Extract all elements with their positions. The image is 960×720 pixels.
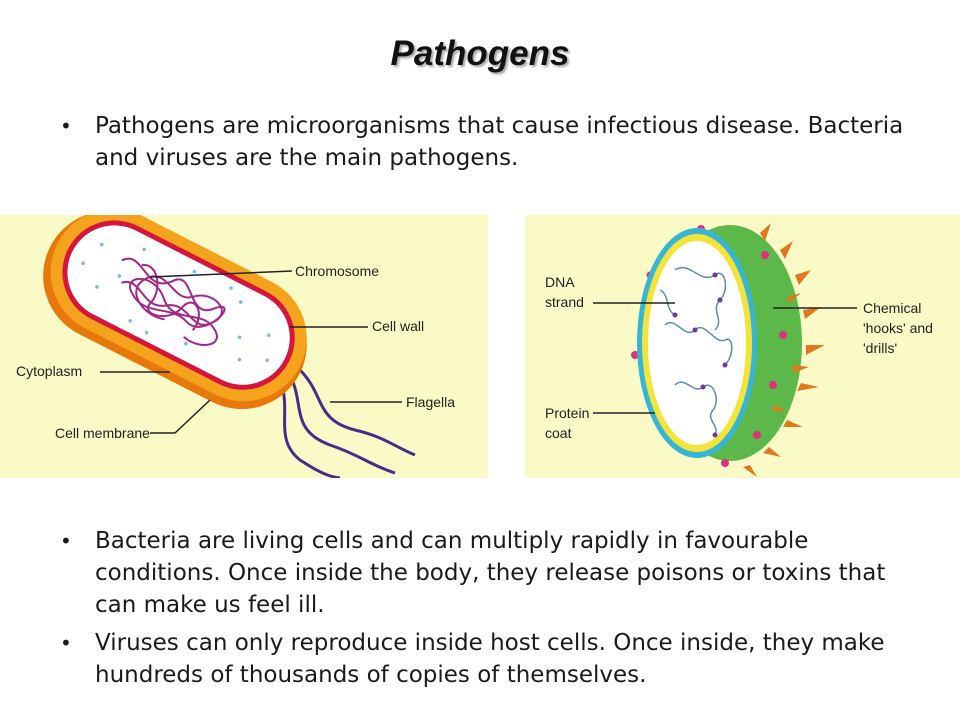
virus-diagram: DNA strand Protein coat Chemical 'hooks'… xyxy=(525,215,960,478)
label-dna-line1: DNA xyxy=(545,274,575,290)
label-protein-line2: coat xyxy=(545,425,572,441)
virus-leader-lines xyxy=(593,302,857,414)
label-protein-line1: Protein xyxy=(545,405,589,421)
bacteria-cell xyxy=(43,208,307,410)
chromosome-tangle xyxy=(121,257,226,346)
virus-illustration: DNA strand Protein coat Chemical 'hooks'… xyxy=(545,223,933,477)
bullet-dot: • xyxy=(60,529,72,553)
dna-nodes xyxy=(672,272,728,438)
label-cell-membrane: Cell membrane xyxy=(55,425,150,441)
bacteria-diagram: Chromosome Cell wall Cytoplasm Flagella … xyxy=(0,208,488,480)
label-chromosome: Chromosome xyxy=(295,263,379,279)
bullet-dot: • xyxy=(60,114,72,138)
label-cytoplasm: Cytoplasm xyxy=(16,363,82,379)
label-flagella: Flagella xyxy=(406,394,455,410)
bullet-dot: • xyxy=(60,631,72,655)
slide-title: Pathogens xyxy=(390,34,570,73)
label-chemical-line1: Chemical xyxy=(863,300,921,316)
flagella-strands xyxy=(280,368,416,480)
coat-spikes xyxy=(743,223,825,477)
bullet-text: Pathogens are microorganisms that cause … xyxy=(95,113,904,171)
bullet-text: Viruses can only reproduce inside host c… xyxy=(95,630,885,688)
label-cell-wall: Cell wall xyxy=(372,318,424,334)
leader-lines xyxy=(100,270,402,434)
label-chemical-line3: 'drills' xyxy=(863,340,897,356)
bacteria-illustration: Chromosome Cell wall Cytoplasm Flagella … xyxy=(16,208,455,480)
label-dna-line2: strand xyxy=(545,294,584,310)
cytoplasm-dots xyxy=(81,242,271,363)
bullet-text: Bacteria are living cells and can multip… xyxy=(95,528,886,618)
label-chemical-line2: 'hooks' and xyxy=(863,320,933,336)
